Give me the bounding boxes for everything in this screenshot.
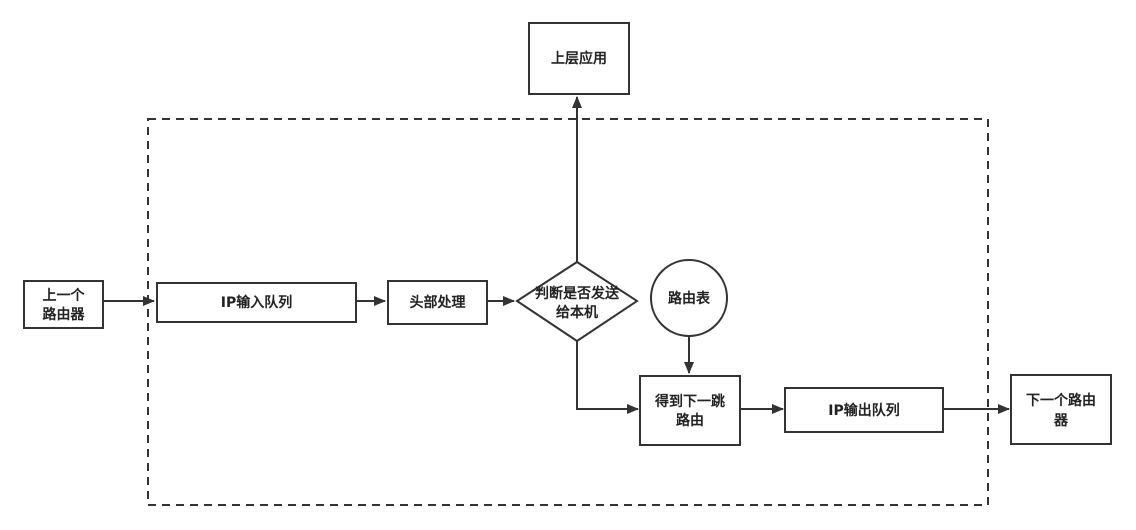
decision-label-line2: 给本机 bbox=[556, 304, 598, 321]
next-hop-label-line2: 路由 bbox=[676, 412, 704, 429]
arrow-decision-to-next-hop bbox=[576, 341, 639, 414]
routing-table-label: 路由表 bbox=[668, 290, 711, 307]
next-hop-node: 得到下一跳 路由 bbox=[639, 375, 741, 446]
routing-table-node: 路由表 bbox=[650, 259, 728, 337]
ip-output-queue-label: IP输出队列 bbox=[828, 402, 899, 419]
header-processing-label: 头部处理 bbox=[410, 294, 466, 311]
next-router-node: 下一个路由 器 bbox=[1010, 374, 1112, 445]
upper-app-label: 上层应用 bbox=[551, 50, 607, 67]
prev-router-label-line1: 上一个 bbox=[43, 287, 86, 304]
decision-label-line1: 判断是否发送 bbox=[535, 285, 620, 302]
next-hop-label-line1: 得到下一跳 bbox=[654, 393, 725, 410]
header-processing-node: 头部处理 bbox=[387, 280, 488, 325]
prev-router-node: 上一个 路由器 bbox=[23, 280, 104, 329]
ip-input-queue-label: IP输入队列 bbox=[221, 294, 292, 311]
prev-router-label-line2: 路由器 bbox=[43, 306, 86, 323]
router-boundary bbox=[147, 118, 989, 506]
next-router-label-line2: 器 bbox=[1053, 413, 1069, 429]
ip-output-queue-node: IP输出队列 bbox=[784, 387, 944, 433]
upper-app-node: 上层应用 bbox=[528, 22, 630, 95]
next-router-label-line1: 下一个路由 bbox=[1026, 392, 1096, 409]
decision-node: 判断是否发送 给本机 bbox=[515, 260, 639, 343]
ip-input-queue-node: IP输入队列 bbox=[156, 282, 357, 323]
